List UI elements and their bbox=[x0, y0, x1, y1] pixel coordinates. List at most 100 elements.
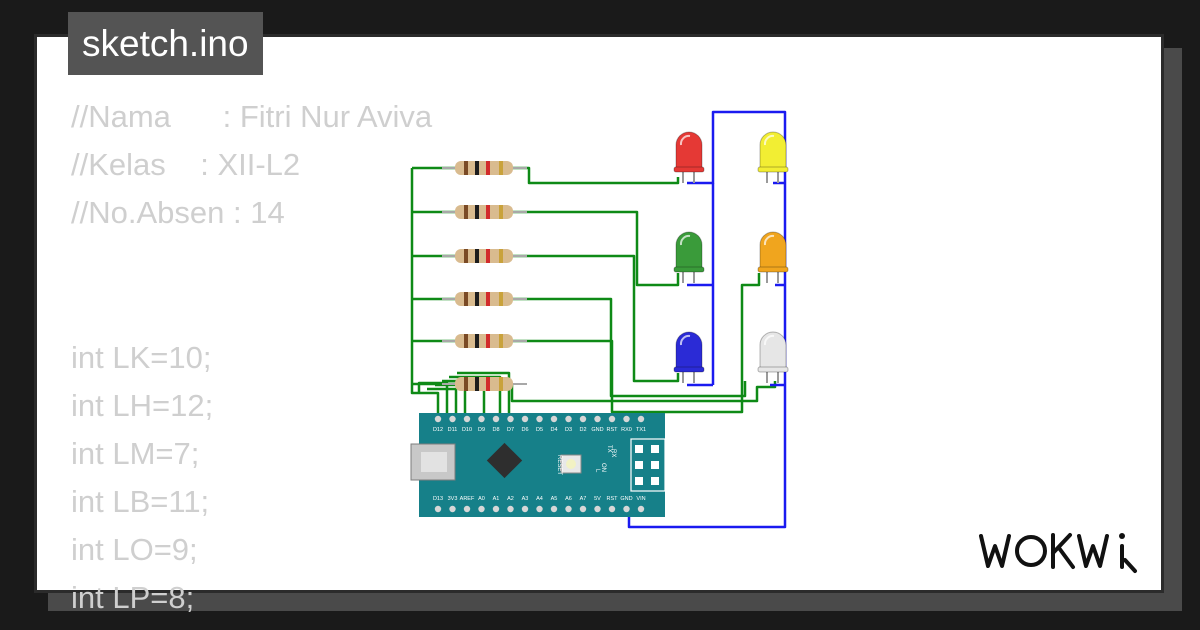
pin-header bbox=[608, 505, 616, 513]
pin-label: TX1 bbox=[636, 427, 646, 433]
pin-label: D2 bbox=[579, 427, 586, 433]
pin-label: VIN bbox=[636, 496, 645, 502]
signal-wires bbox=[410, 166, 777, 414]
code-line: int LM=7; bbox=[71, 436, 200, 471]
red-led bbox=[673, 131, 705, 183]
led-rim bbox=[673, 266, 705, 273]
pin-header bbox=[434, 415, 442, 423]
pin-header bbox=[492, 505, 500, 513]
blue-led bbox=[673, 331, 705, 383]
green-led bbox=[673, 231, 705, 283]
resistor bbox=[442, 377, 527, 391]
pin-label: A6 bbox=[565, 496, 572, 502]
led-rim bbox=[757, 166, 789, 173]
resistor-band bbox=[464, 205, 468, 219]
resistors bbox=[442, 161, 527, 391]
pin-label: D9 bbox=[478, 427, 485, 433]
icsp-pin bbox=[635, 461, 643, 469]
pin-label: RST bbox=[607, 496, 619, 502]
pin-header bbox=[579, 415, 587, 423]
board-label: TX bbox=[606, 445, 612, 453]
pin-header bbox=[536, 505, 543, 513]
led-rim bbox=[673, 366, 705, 373]
resistor bbox=[442, 249, 527, 263]
usb-connector-inner bbox=[421, 452, 447, 472]
led-highlight bbox=[679, 234, 691, 246]
board-label: L bbox=[594, 469, 600, 473]
pin-label: D11 bbox=[448, 427, 458, 433]
pin-header bbox=[434, 505, 442, 513]
board-pcb bbox=[419, 413, 665, 517]
resistor-band bbox=[475, 205, 479, 219]
pin-label: RX0 bbox=[621, 427, 632, 433]
resistor bbox=[442, 161, 527, 175]
pin-label: A5 bbox=[551, 496, 558, 502]
pin-header bbox=[594, 415, 601, 423]
ground-wires bbox=[627, 110, 787, 529]
led-rim bbox=[673, 166, 705, 173]
pin-label: D7 bbox=[507, 427, 514, 433]
pin-label: D8 bbox=[492, 427, 499, 433]
pin-label: A3 bbox=[522, 496, 529, 502]
led-highlight bbox=[763, 334, 775, 346]
pin-header bbox=[463, 415, 471, 423]
resistor-band bbox=[475, 161, 479, 175]
yellow-led bbox=[757, 131, 789, 183]
pin-header bbox=[550, 505, 558, 513]
pin-header bbox=[637, 505, 645, 513]
pin-header bbox=[492, 415, 500, 423]
code-line: //Nama : Fitri Nur Aviva bbox=[71, 99, 433, 134]
resistor-band bbox=[499, 161, 503, 175]
pin-label: D6 bbox=[521, 427, 528, 433]
pin-header bbox=[594, 505, 601, 513]
wokwi-logo bbox=[979, 533, 1137, 573]
pin-header bbox=[623, 505, 630, 513]
microcontroller-chip bbox=[486, 442, 523, 479]
pin-header bbox=[478, 415, 485, 423]
pin-header bbox=[637, 415, 645, 423]
code-line: int LK=10; bbox=[71, 340, 212, 375]
icsp-pin bbox=[635, 445, 643, 453]
led-body bbox=[675, 331, 703, 372]
pin-label: GND bbox=[591, 427, 603, 433]
icsp-pin bbox=[651, 477, 659, 485]
resistor bbox=[442, 334, 527, 348]
resistor-band bbox=[464, 377, 468, 391]
board-label: RX bbox=[610, 449, 616, 457]
pin-label: D12 bbox=[433, 427, 443, 433]
pin-header bbox=[565, 505, 572, 513]
resistor-band bbox=[475, 377, 479, 391]
resistor-band bbox=[475, 249, 479, 263]
led-body bbox=[759, 131, 787, 172]
pin-label: 5V bbox=[594, 496, 601, 502]
led-body bbox=[759, 231, 787, 272]
pin-label: A1 bbox=[493, 496, 500, 502]
led-rim bbox=[757, 266, 789, 273]
resistor-band bbox=[486, 377, 490, 391]
resistor-band bbox=[475, 334, 479, 348]
pin-label: D10 bbox=[462, 427, 472, 433]
icsp-pin bbox=[651, 445, 659, 453]
pin-label: A4 bbox=[536, 496, 543, 502]
pin-header bbox=[579, 505, 587, 513]
pin-header bbox=[536, 415, 543, 423]
leds bbox=[673, 131, 789, 383]
resistor-band bbox=[464, 161, 468, 175]
code-line: int LB=11; bbox=[71, 484, 210, 519]
code-line: //Kelas : XII-L2 bbox=[71, 147, 301, 182]
reset-button-cap bbox=[566, 459, 576, 469]
led-body bbox=[759, 331, 787, 372]
pin-label: A7 bbox=[580, 496, 587, 502]
resistor-band bbox=[499, 249, 503, 263]
pin-header bbox=[608, 415, 616, 423]
icsp-pin bbox=[635, 477, 643, 485]
resistor-band bbox=[486, 292, 490, 306]
resistor-band bbox=[486, 334, 490, 348]
white-led bbox=[757, 331, 789, 383]
resistor bbox=[442, 205, 527, 219]
resistor-band bbox=[464, 334, 468, 348]
pin-header bbox=[507, 415, 514, 423]
resistor-band bbox=[464, 292, 468, 306]
